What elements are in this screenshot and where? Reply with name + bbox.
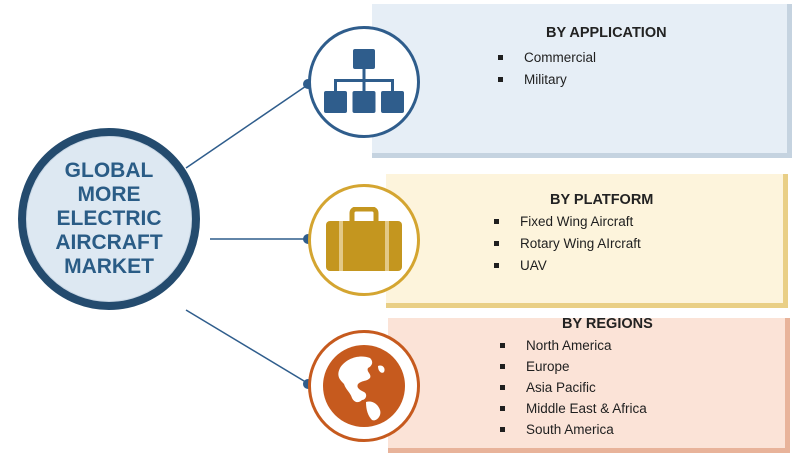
segment-title-application: BY APPLICATION: [546, 25, 667, 41]
bullet-icon: [500, 427, 505, 432]
list-item-label: Middle East & Africa: [526, 401, 647, 416]
globe-icon: [323, 345, 405, 427]
list-item-label: Military: [524, 72, 567, 87]
list-item-label: North America: [526, 338, 612, 353]
bullet-icon: [500, 406, 505, 411]
list-item-label: Rotary Wing AIrcraft: [520, 236, 641, 251]
list-item-label: Asia Pacific: [526, 380, 596, 395]
segment-list-platform: Fixed Wing Aircraft Rotary Wing AIrcraft…: [494, 211, 641, 277]
list-item-label: UAV: [520, 258, 547, 273]
list-item-label: Fixed Wing Aircraft: [520, 214, 634, 229]
segment-card-application: BY APPLICATION Commercial Military: [372, 4, 792, 158]
segment-list-application: Commercial Military: [498, 47, 596, 91]
icon-circle-regions: [308, 330, 420, 442]
bullet-icon: [494, 219, 499, 224]
list-item: Commercial: [498, 47, 596, 69]
bullet-icon: [494, 263, 499, 268]
hub-title: GLOBAL MORE ELECTRIC AIRCRAFT MARKET: [55, 159, 163, 278]
bullet-icon: [498, 55, 503, 60]
briefcase-icon: [326, 207, 402, 271]
list-item: Rotary Wing AIrcraft: [494, 233, 641, 255]
list-item-label: South America: [526, 422, 614, 437]
connector-regions: [185, 309, 310, 385]
segment-card-platform: BY PLATFORM Fixed Wing Aircraft Rotary W…: [386, 174, 788, 308]
bullet-icon: [498, 77, 503, 82]
list-item-label: Commercial: [524, 50, 597, 65]
icon-circle-application: [308, 26, 420, 138]
connector-application: [185, 83, 310, 169]
segment-title-regions: BY REGIONS: [562, 316, 653, 332]
segment-list-regions: North America Europe Asia Pacific Middle…: [500, 335, 647, 440]
list-item: UAV: [494, 255, 641, 277]
list-item: Europe: [500, 356, 647, 377]
bullet-icon: [500, 364, 505, 369]
list-item: Military: [498, 69, 596, 91]
list-item: Fixed Wing Aircraft: [494, 211, 641, 233]
list-item: South America: [500, 419, 647, 440]
segment-title-platform: BY PLATFORM: [550, 192, 654, 208]
bullet-icon: [500, 343, 505, 348]
hierarchy-icon: [324, 49, 404, 113]
bullet-icon: [494, 241, 499, 246]
market-hub-circle: GLOBAL MORE ELECTRIC AIRCRAFT MARKET: [18, 128, 200, 310]
icon-circle-platform: [308, 184, 420, 296]
bullet-icon: [500, 385, 505, 390]
segment-card-regions: BY REGIONS North America Europe Asia Pac…: [388, 316, 790, 453]
list-item: Middle East & Africa: [500, 398, 647, 419]
list-item: North America: [500, 335, 647, 356]
list-item: Asia Pacific: [500, 377, 647, 398]
list-item-label: Europe: [526, 359, 570, 374]
